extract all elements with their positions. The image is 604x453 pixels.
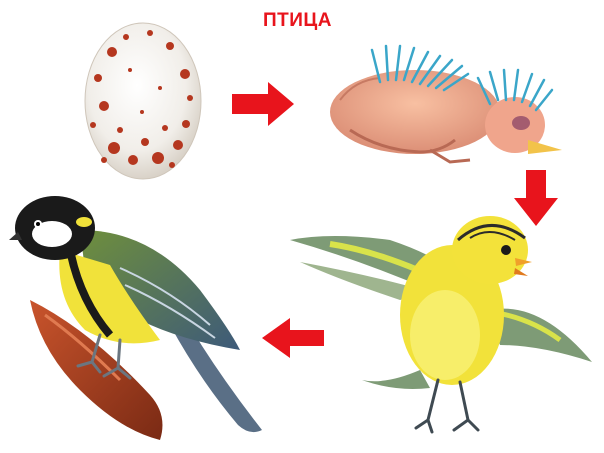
arrow-left-icon <box>262 318 324 358</box>
fledgling-icon <box>290 216 592 432</box>
adult-bird-icon <box>9 196 262 440</box>
egg-icon <box>85 23 201 179</box>
arrow-down-icon <box>514 170 558 226</box>
arrow-right-icon <box>232 82 294 126</box>
hatchling-icon <box>330 46 562 162</box>
